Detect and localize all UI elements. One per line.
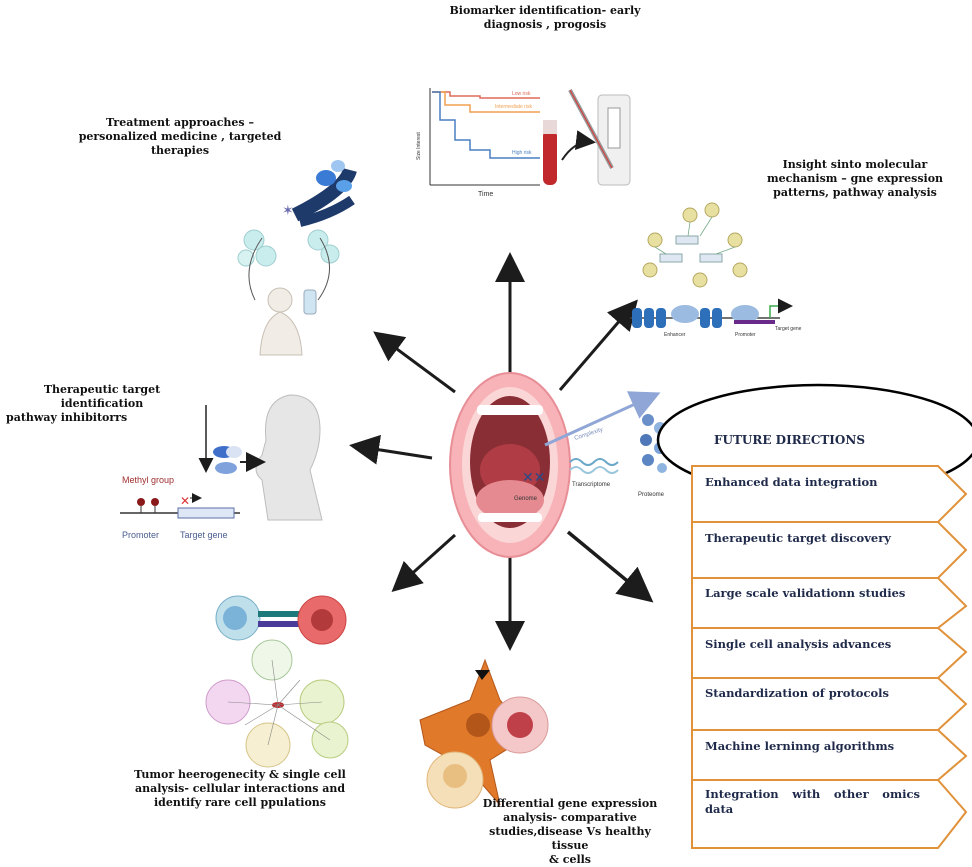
chart-xlabel: Time <box>478 191 493 198</box>
arrow-up-left <box>373 331 456 394</box>
transcriptome-label: Transcriptome <box>572 482 611 488</box>
arrow-up-right <box>558 299 638 391</box>
fd-item-3: Large scale validationn studies <box>705 586 906 600</box>
chart-series-low: Low risk <box>512 91 531 97</box>
fd-item-1: Enhanced data integration <box>705 475 878 489</box>
promoter-label: Promoter <box>122 530 159 540</box>
molecular-enhancer-label: Enhancer <box>664 332 686 338</box>
differential-cells-illustration <box>419 658 549 809</box>
caption-line: therapies <box>150 144 210 157</box>
caption-line: diagnosis , progosis <box>483 18 607 31</box>
caption-line: Differential gene expression <box>482 797 658 810</box>
caption-line: Insight sinto molecular <box>782 158 928 171</box>
fd-item-5: Standardization of protocols <box>705 686 889 700</box>
svg-text:✶: ✶ <box>282 203 294 219</box>
arrow-left <box>349 434 433 465</box>
molecular-target-label: Target gene <box>775 326 802 332</box>
caption-line: personalized medicine , targeted <box>78 130 282 143</box>
biomarker-survival-chart <box>429 88 540 186</box>
fd-item-7: Integration with other omics data <box>705 787 920 816</box>
complexity-arrow <box>544 391 661 447</box>
chart-series-intermediate: Intermediate risk <box>495 104 532 110</box>
target-gene-label: Target gene <box>180 530 228 540</box>
gene-regulatory-network <box>630 202 793 328</box>
caption-line: analysis- cellular interactions and <box>134 782 346 795</box>
caption-line: identify rare cell ppulations <box>154 796 326 809</box>
caption-line: mechanism – gne expression <box>766 172 944 185</box>
fd-item-4: Single cell analysis advances <box>705 637 892 651</box>
tumor-caption: Tumor heerogenecity & single cell analys… <box>110 768 370 810</box>
caption-line: studies,disease Vs healthy tissue <box>489 825 651 852</box>
methyl-group-label: Methyl group <box>122 475 174 485</box>
arrow-down-right <box>566 530 654 603</box>
future-directions-chevrons <box>691 465 968 849</box>
caption-line: Treatment approaches – <box>106 116 254 129</box>
svg-text:✕: ✕ <box>180 494 190 508</box>
transcriptome-strand <box>569 458 619 474</box>
future-directions-title: FUTURE DIRECTIONS <box>714 433 865 447</box>
caption-line: Therapeutic target identification <box>43 383 161 410</box>
genome-label: Genome <box>514 496 538 502</box>
fd-item-2: Therapeutic target discovery <box>705 531 891 545</box>
caption-line: Biomarker identification- early <box>449 4 641 17</box>
insight-caption: Insight sinto molecular mechanism – gne … <box>745 158 965 200</box>
open-mouth-illustration <box>449 372 571 558</box>
patient-pill-illustration <box>198 394 323 521</box>
cell-interaction-network <box>205 595 349 768</box>
proteome-label: Proteome <box>638 492 665 498</box>
therapeutic-caption: Therapeutic target identification pathwa… <box>2 383 202 425</box>
biomarker-caption: Biomarker identification- early diagnosi… <box>410 4 680 32</box>
methylation-diagram: ✕ <box>120 493 240 519</box>
treatment-caption: Treatment approaches – personalized medi… <box>75 116 285 158</box>
chart-ylabel: Size Interest <box>416 132 422 160</box>
chart-series-high: High risk <box>512 150 532 156</box>
treatment-illustration: ✶ <box>237 160 357 356</box>
arrow-down-left <box>391 533 457 593</box>
fd-item-6: Machine lerninng algorithms <box>705 739 895 753</box>
caption-line: pathway inhibitorrs <box>6 411 128 424</box>
differential-caption: Differential gene expression analysis- c… <box>470 797 670 867</box>
blood-test-icon <box>543 89 631 186</box>
caption-line: analysis- comparative <box>503 811 637 824</box>
caption-line: patterns, pathway analysis <box>773 186 937 199</box>
dna-icon: ✕✕ <box>522 470 545 486</box>
caption-line: & cells <box>548 853 591 866</box>
molecular-promoter-label: Promoter <box>735 332 756 338</box>
caption-line: Tumor heerogenecity & single cell <box>134 768 346 781</box>
